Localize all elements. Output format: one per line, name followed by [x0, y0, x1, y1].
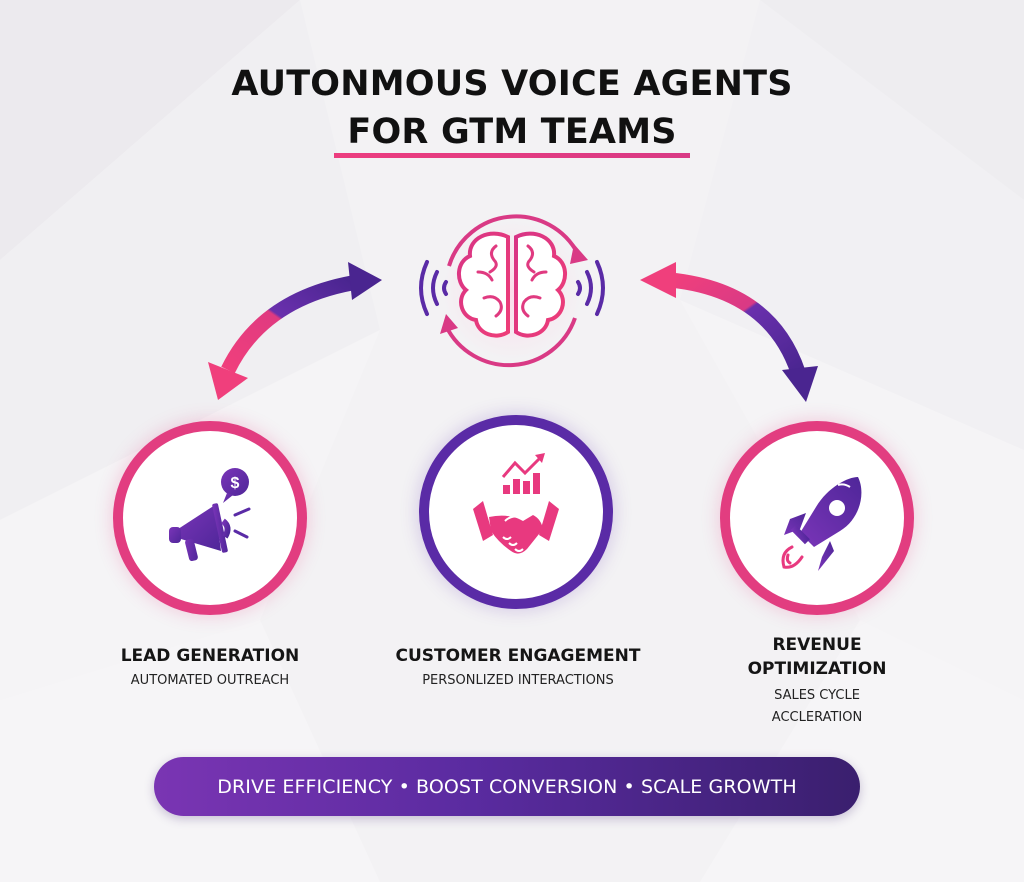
lead-generation-label: LEAD GENERATION AUTOMATED OUTREACH [90, 645, 330, 691]
handshake-growth-chart-icon [473, 453, 559, 554]
lead-generation-title: LEAD GENERATION [120, 646, 300, 666]
value-proposition-banner: DRIVE EFFICIENCY • BOOST CONVERSION • SC… [154, 757, 860, 816]
lead-generation-subtitle: AUTOMATED OUTREACH [130, 673, 290, 688]
customer-engagement-subtitle: PERSONLIZED INTERACTIONS [422, 673, 614, 688]
svg-text:$: $ [231, 475, 240, 492]
page-title: AUTONMOUS VOICE AGENTS FOR GTM TEAMS [0, 60, 1024, 156]
revenue-optimization-title-line-2: OPTIMIZATION [747, 659, 887, 679]
customer-engagement-title: CUSTOMER ENGAGEMENT [395, 646, 641, 666]
revenue-optimization-node [720, 421, 914, 615]
customer-engagement-label: CUSTOMER ENGAGEMENT PERSONLIZED INTERACT… [376, 645, 660, 691]
title-line-2: FOR GTM TEAMS [347, 112, 677, 152]
revenue-optimization-subtitle-line-2: ACCLERATION [771, 710, 863, 725]
megaphone-dollar-icon: $ [169, 468, 251, 562]
brain-hub-icon [419, 214, 605, 368]
lead-generation-node: $ [113, 421, 307, 615]
revenue-optimization-title-line-1: REVENUE [772, 635, 862, 655]
customer-engagement-node [419, 415, 613, 609]
banner-text: DRIVE EFFICIENCY • BOOST CONVERSION • SC… [217, 775, 797, 798]
revenue-optimization-label: REVENUE OPTIMIZATION SALES CYCLE ACCLERA… [697, 634, 937, 728]
rocket-icon [781, 477, 862, 571]
right-bidirectional-arrow [640, 262, 818, 402]
title-line-1: AUTONMOUS VOICE AGENTS [231, 64, 793, 104]
left-bidirectional-arrow [208, 262, 382, 400]
title-underline [334, 153, 690, 158]
revenue-optimization-subtitle-line-1: SALES CYCLE [774, 688, 860, 703]
